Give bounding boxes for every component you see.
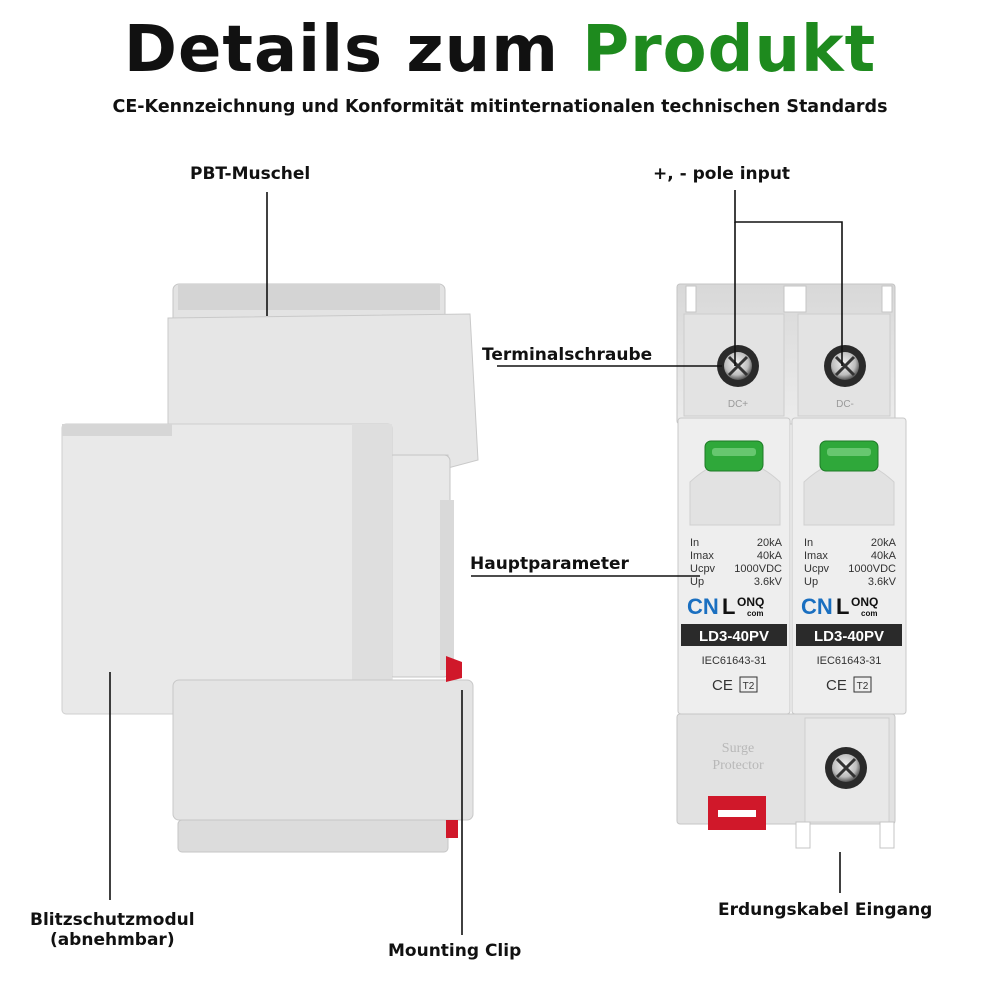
brand-l: L	[836, 594, 849, 619]
brand-com: com	[747, 609, 763, 618]
model-name-pos: LD3-40PV	[699, 628, 769, 645]
standard-pos: IEC61643-31	[702, 655, 767, 667]
front-bottom-notch-1	[795, 821, 811, 849]
front-top-notch-1	[685, 285, 697, 313]
side-bottom-rib	[177, 819, 449, 853]
front-bottom-notch-2	[879, 821, 895, 849]
type-mark-pos: T2	[743, 681, 755, 692]
terminal-label-pos: DC+	[728, 399, 748, 410]
label-pbt-shell: PBT-Muschel	[190, 164, 311, 184]
terminal-label-neg: DC-	[836, 399, 854, 410]
brand-onq: ONQ	[737, 595, 764, 609]
rating-key: Ucpv	[804, 563, 830, 575]
ground-screw	[825, 747, 867, 789]
brand-com: com	[861, 609, 877, 618]
page-title: Details zum Produkt	[0, 12, 1000, 88]
front-top-notch-2	[783, 285, 807, 313]
leader-pole-input-neg	[734, 190, 843, 366]
rating-value: 1000VDC	[734, 563, 782, 575]
rating-key: In	[804, 537, 813, 549]
front-top-notch-3	[881, 285, 893, 313]
rating-value: 3.6kV	[868, 576, 897, 588]
label-lightning-module: Blitzschutzmodul (abnehmbar)	[30, 910, 195, 950]
side-rear-top-rib	[178, 284, 440, 310]
label-mounting-clip: Mounting Clip	[388, 941, 522, 961]
side-recess-edge	[440, 500, 454, 670]
label-lightning-module-line1: Blitzschutzmodul	[30, 910, 195, 930]
label-pole-input: +, - pole input	[653, 164, 791, 184]
side-clip-lower	[446, 820, 458, 838]
rating-value: 3.6kV	[754, 576, 783, 588]
rating-value: 40kA	[757, 550, 783, 562]
label-main-params: Hauptparameter	[470, 554, 629, 574]
ratings-table-pos: In 20kA Imax 40kA Ucpv 1000VDC Up 3.6kV	[690, 537, 783, 588]
rating-key: Imax	[690, 550, 714, 562]
rating-value: 20kA	[757, 537, 783, 549]
title-part-2: Produkt	[582, 13, 877, 87]
brand-logo-pos: CN L ONQ com	[687, 594, 764, 619]
rating-key: Up	[804, 576, 818, 588]
rating-key: In	[690, 537, 699, 549]
front-view-device: DC+ DC- In 20kA Imax 40kA Ucpv 1000VDC U…	[676, 283, 907, 849]
terminal-screw-neg	[824, 345, 866, 387]
page-subtitle: CE-Kennzeichnung und Konformität mitinte…	[112, 97, 888, 117]
side-lightning-module	[61, 423, 393, 715]
ratings-table-neg: In 20kA Imax 40kA Ucpv 1000VDC Up 3.6kV	[804, 537, 897, 588]
brand-cn: CN	[801, 594, 833, 619]
model-bar-pos	[681, 624, 787, 646]
ce-mark-neg: CE	[826, 677, 847, 694]
type-box-neg	[853, 676, 872, 693]
brand-onq: ONQ	[851, 595, 878, 609]
standard-neg: IEC61643-31	[817, 655, 882, 667]
label-lightning-module-line2: (abnehmbar)	[49, 930, 175, 950]
rating-key: Imax	[804, 550, 828, 562]
title-part-1: Details zum	[123, 13, 559, 87]
leader-lines	[109, 190, 843, 935]
base-text-surge: Surge	[722, 741, 754, 756]
type-mark-neg: T2	[857, 681, 869, 692]
type-box-pos	[739, 676, 758, 693]
brand-logo-neg: CN L ONQ com	[801, 594, 878, 619]
side-module-top-ridge	[62, 424, 172, 436]
base-text-protector: Protector	[712, 758, 764, 773]
side-lower-housing	[172, 679, 474, 821]
brand-l: L	[722, 594, 735, 619]
ce-mark-pos: CE	[712, 677, 733, 694]
terminal-screw-pos	[717, 345, 759, 387]
model-bar-neg	[796, 624, 902, 646]
front-clip-slot	[718, 810, 756, 817]
rating-value: 40kA	[871, 550, 897, 562]
rating-key: Ucpv	[690, 563, 716, 575]
side-view-device	[61, 283, 479, 853]
label-ground-input: Erdungskabel Eingang	[718, 900, 933, 920]
model-name-neg: LD3-40PV	[814, 628, 884, 645]
rating-key: Up	[690, 576, 704, 588]
rating-value: 1000VDC	[848, 563, 896, 575]
side-module-edge	[352, 424, 392, 714]
rating-value: 20kA	[871, 537, 897, 549]
side-clip-upper	[446, 656, 462, 682]
label-terminal-screw: Terminalschraube	[482, 345, 653, 365]
brand-cn: CN	[687, 594, 719, 619]
